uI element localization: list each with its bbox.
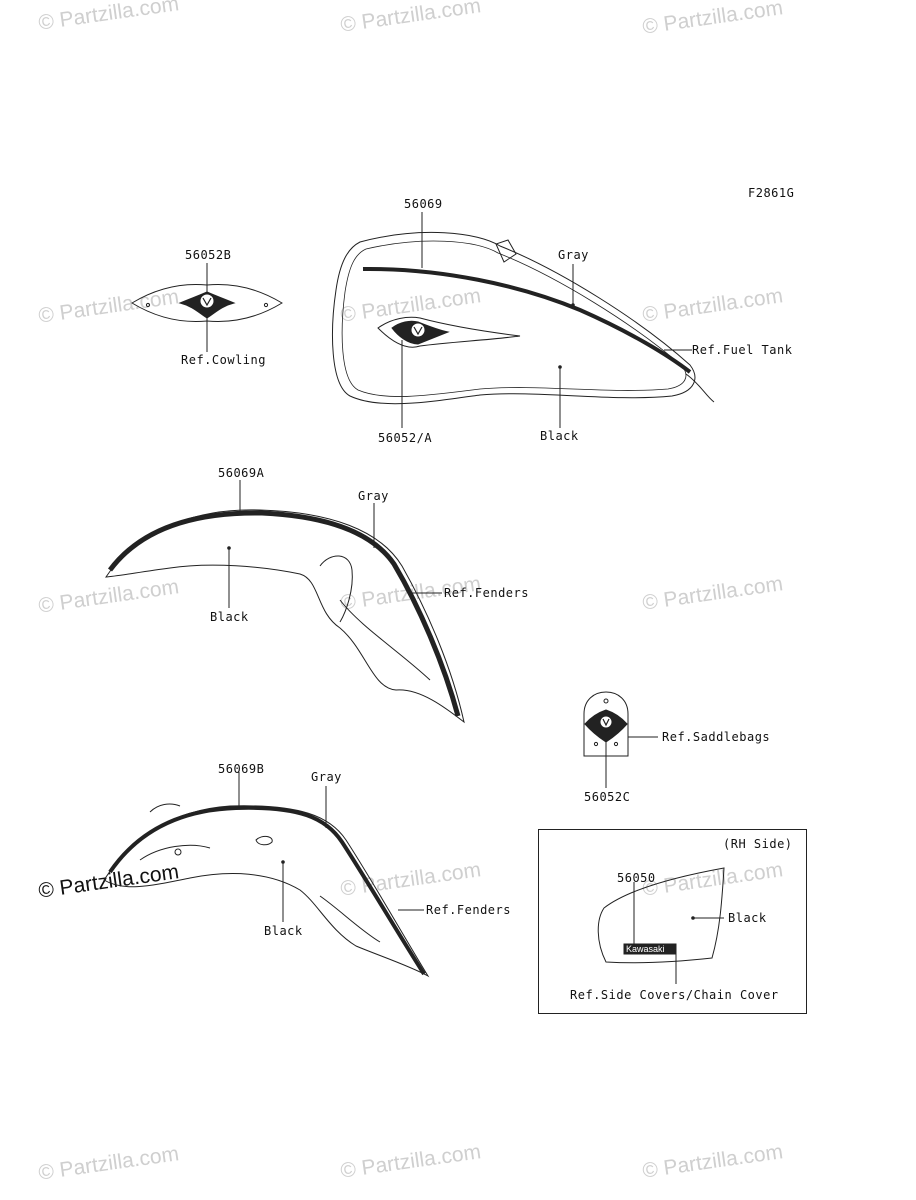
kawasaki-logo-text: Kawasaki bbox=[626, 944, 665, 954]
fuel-tank bbox=[332, 212, 715, 428]
color-label-gray-rear: Gray bbox=[311, 770, 342, 784]
part-number-56052c: 56052C bbox=[584, 790, 631, 804]
rear-fender bbox=[103, 772, 430, 978]
color-label-black-rear: Black bbox=[264, 924, 303, 938]
ref-saddlebags: Ref.Saddlebags bbox=[662, 730, 771, 744]
ref-fuel-tank: Ref.Fuel Tank bbox=[692, 343, 793, 357]
color-label-black-front: Black bbox=[210, 610, 249, 624]
cowling-emblem bbox=[131, 263, 283, 352]
rh-side-inset bbox=[538, 829, 807, 1014]
part-number-56052b: 56052B bbox=[185, 248, 232, 262]
part-number-56069: 56069 bbox=[404, 197, 443, 211]
color-label-gray-tank: Gray bbox=[558, 248, 589, 262]
part-number-56069b: 56069B bbox=[218, 762, 265, 776]
color-label-gray-front: Gray bbox=[358, 489, 389, 503]
part-number-56052a: 56052/A bbox=[378, 431, 433, 445]
color-label-black-cover: Black bbox=[728, 911, 767, 925]
saddlebag-emblem bbox=[583, 691, 658, 788]
ref-side-covers: Ref.Side Covers/Chain Cover bbox=[570, 988, 779, 1002]
side-cover bbox=[597, 867, 725, 984]
front-fender bbox=[105, 480, 465, 724]
part-number-56069a: 56069A bbox=[218, 466, 265, 480]
figure-code: F2861G bbox=[748, 186, 795, 200]
ref-fenders-front: Ref.Fenders bbox=[444, 586, 529, 600]
color-label-black-tank: Black bbox=[540, 429, 579, 443]
ref-cowling: Ref.Cowling bbox=[181, 353, 266, 367]
ref-fenders-rear: Ref.Fenders bbox=[426, 903, 511, 917]
rh-side-label: (RH Side) bbox=[723, 837, 793, 851]
part-number-56050: 56050 bbox=[617, 871, 656, 885]
